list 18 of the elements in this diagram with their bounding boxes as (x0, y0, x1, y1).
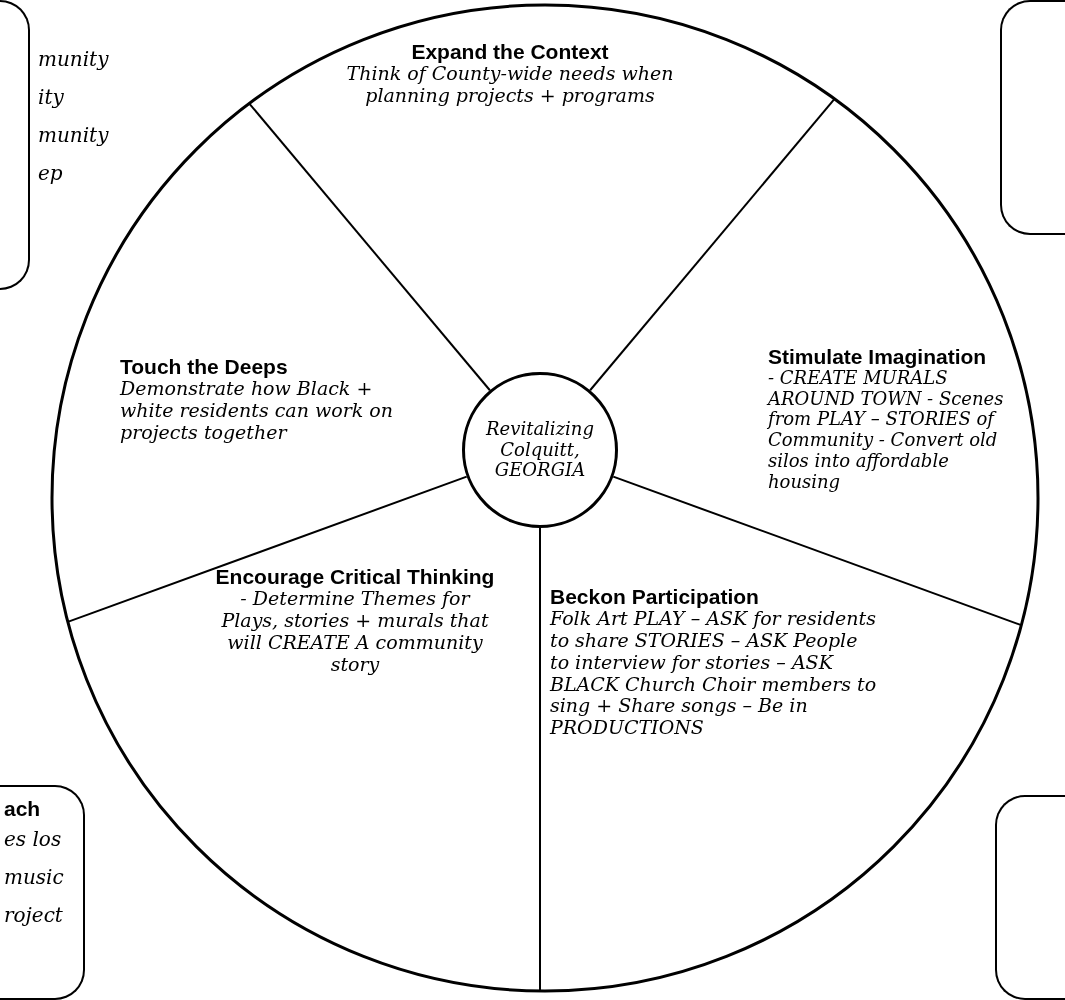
segment-text: - Determine Themes for Plays, stories + murals that will CREATE A community story (221, 588, 489, 676)
note-box (995, 795, 1065, 1000)
note-text: munity ity munity ep (38, 46, 110, 187)
segment-heading: Touch the Deeps (120, 355, 289, 379)
segment-text: Folk Art PLAY – ASK for residents to share STORIES – ASK People to interview for stories – ASK BLACK Church Choir members to sing + Share songs – Be in PRODUCTIONS (550, 608, 878, 740)
segment-heading: Expand the Context (410, 40, 610, 64)
note-box (0, 785, 85, 1000)
segment-heading: Beckon Participation (550, 585, 760, 609)
note-box (0, 0, 30, 290)
segment-text: - CREATE MURALS AROUND TOWN - Scenes from PLAY – STORIES of Community - Convert old silos into affordable housing (768, 368, 1005, 493)
segment-text: Think of County-wide needs when planning projects + programs (345, 63, 675, 107)
segment-text: Demonstrate how Black + white residents can work on projects together (120, 378, 394, 444)
note-box (1000, 0, 1065, 235)
segment-heading: Stimulate Imagination (768, 345, 988, 369)
segment-heading: Encourage Critical Thinking (214, 565, 496, 589)
note-heading: ach (4, 797, 42, 821)
note-text: es los music roject (4, 826, 65, 930)
hub-circle: Revitalizing Colquitt, GEORGIA (462, 372, 618, 528)
